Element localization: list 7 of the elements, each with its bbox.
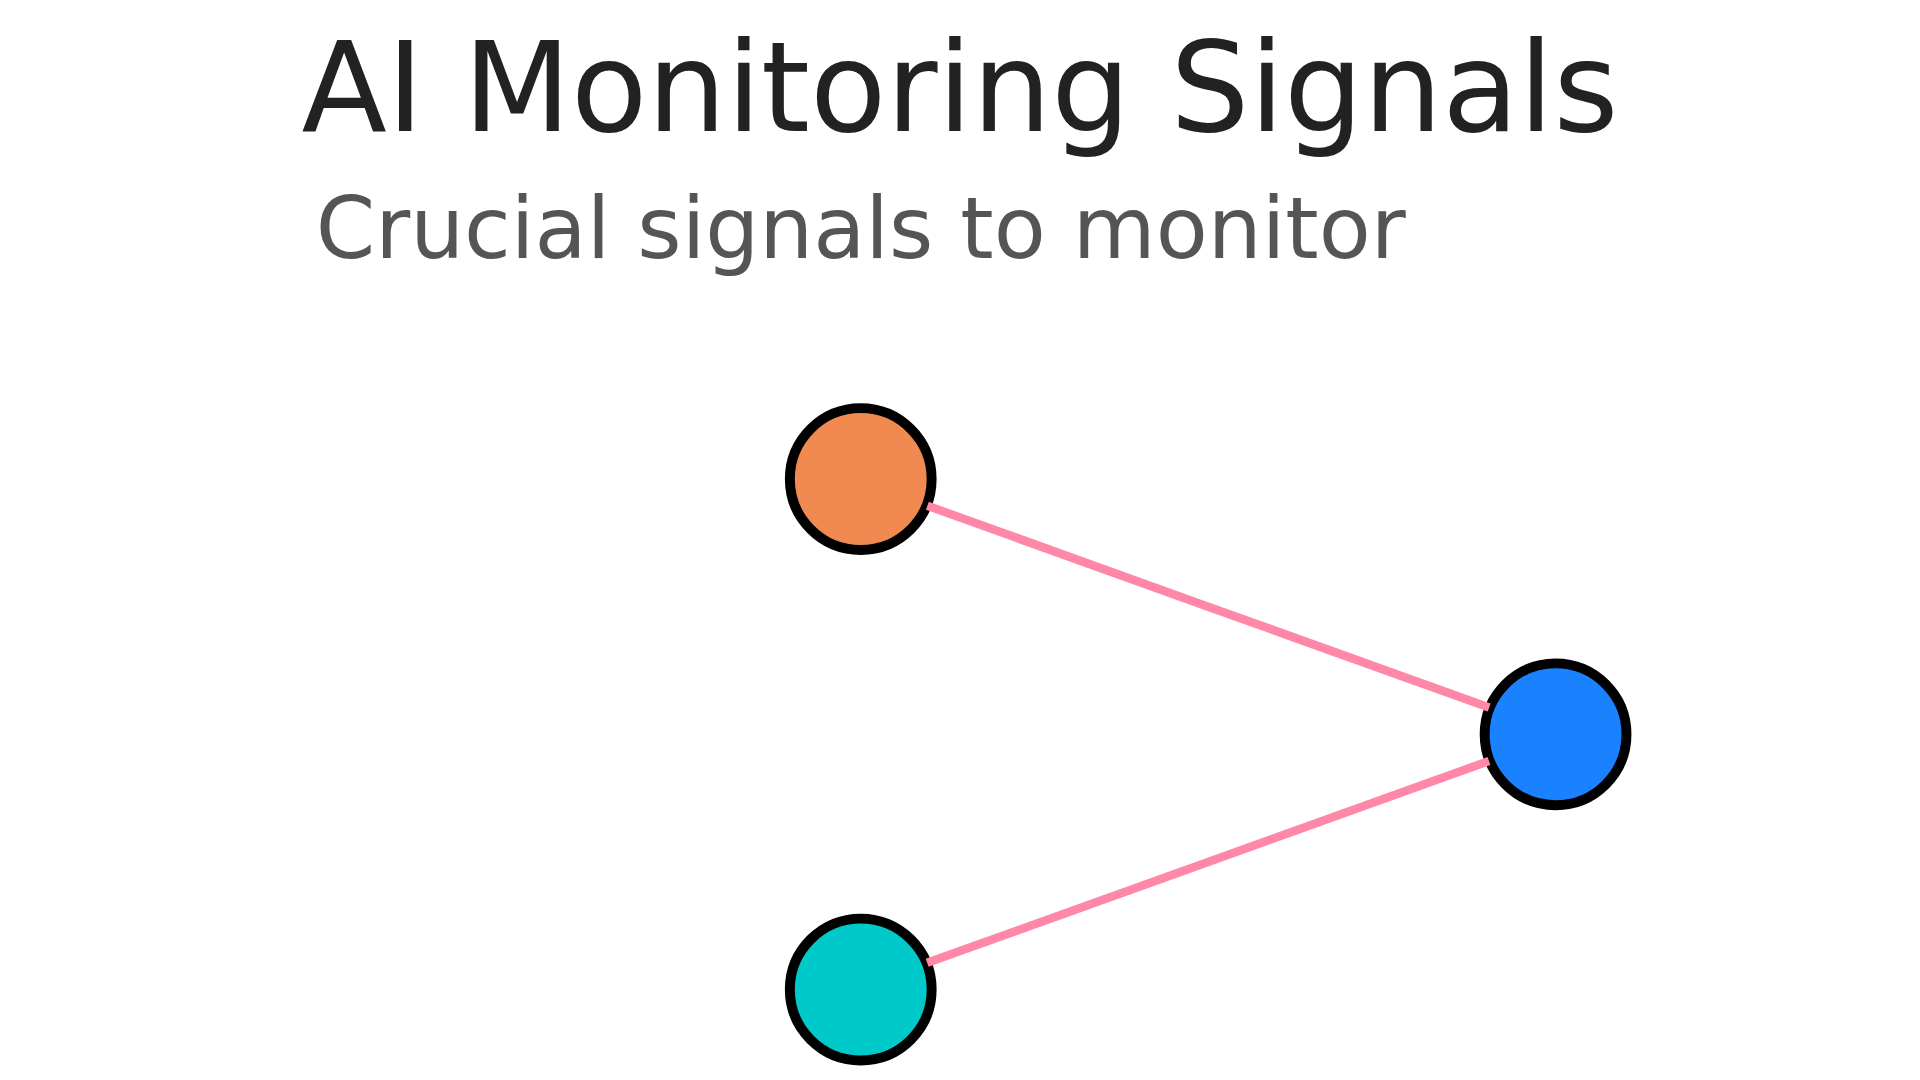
diagram-title: AI Monitoring Signals xyxy=(301,14,1619,160)
node-circle xyxy=(784,403,937,555)
connector xyxy=(925,501,1491,712)
label: Crucial signals to monitor xyxy=(315,178,1406,278)
connector xyxy=(925,757,1491,967)
node-circle xyxy=(1479,658,1632,811)
node-circle xyxy=(784,913,937,1066)
